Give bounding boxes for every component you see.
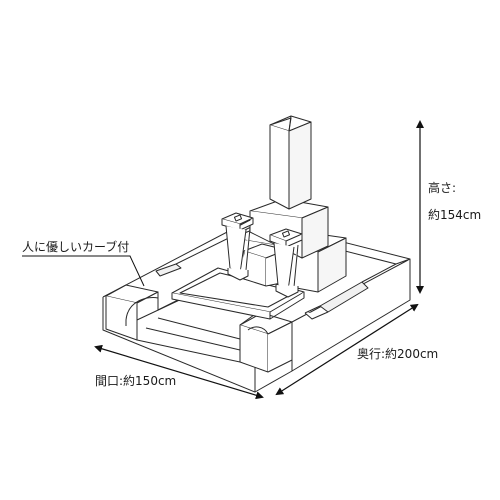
width-arrow [94, 344, 264, 400]
right-flower-vase [269, 228, 303, 298]
frontage-label: 間口:約150cm [95, 374, 177, 388]
height-value: 約154cm [428, 208, 482, 222]
left-curb-post [105, 284, 159, 341]
depth-arrow [275, 303, 419, 396]
right-curb-post [239, 312, 293, 373]
curb-callout-label: 人に優しいカーブ付 [22, 240, 130, 254]
curb-callout-leader [22, 255, 145, 287]
depth-label: 奥行:約200cm [357, 347, 439, 361]
height-label: 高さ: [428, 181, 457, 195]
left-flower-vase [221, 212, 254, 281]
